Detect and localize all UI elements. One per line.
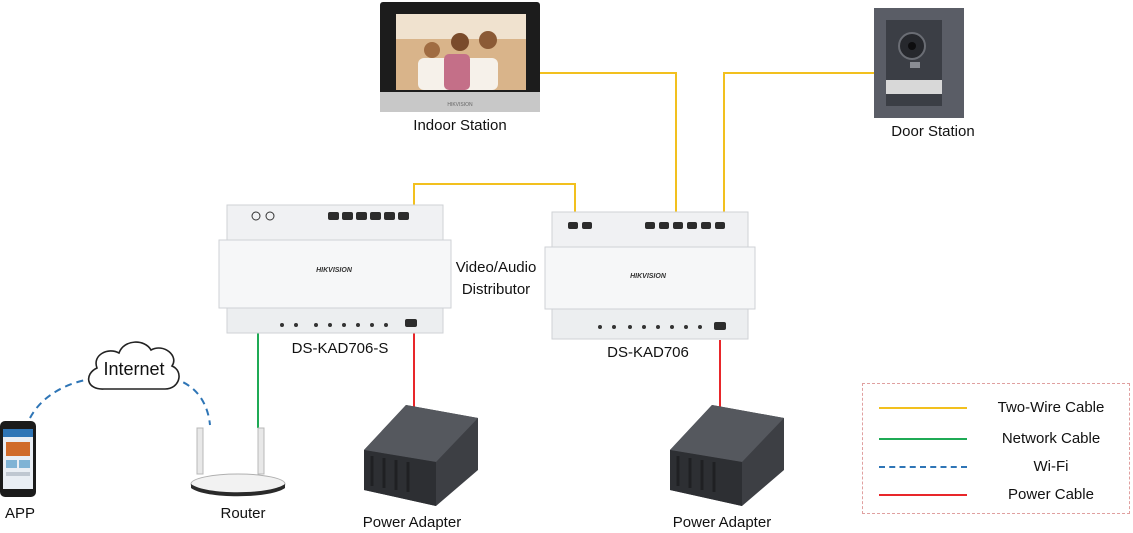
legend-item: Wi-Fi [863, 456, 1129, 478]
legend-item: Two-Wire Cable [863, 397, 1129, 419]
legend-label: Network Cable [1001, 430, 1101, 447]
legend-item: Network Cable [863, 428, 1129, 450]
phone-icon [0, 421, 36, 497]
distributor-label: Video/Audio Distributor [455, 259, 537, 298]
router-label: Router [220, 505, 266, 522]
power-adapter-1-icon [364, 405, 478, 506]
door-station-icon [874, 8, 964, 118]
indoor-station-label: Indoor Station [413, 117, 507, 134]
legend-label: Two-Wire Cable [997, 399, 1105, 416]
distributor-s-device: HIKVISION [218, 204, 452, 334]
distributor-device: HIKVISION [544, 211, 756, 340]
svg-text:HIKVISION: HIKVISION [630, 273, 667, 280]
door-station-label: Door Station [891, 123, 975, 140]
power-adapter-1-label: Power Adapter [362, 514, 462, 531]
distributor-s-label: DS-KAD706-S [291, 340, 389, 357]
legend-label: Wi-Fi [1033, 458, 1069, 475]
svg-text:HIKVISION: HIKVISION [316, 267, 353, 274]
internet-cloud-icon [87, 341, 180, 390]
legend-swatch-power [879, 494, 967, 496]
internet-label: Internet [103, 359, 165, 379]
legend-swatch-network [879, 438, 967, 440]
power-adapter-2-icon [670, 405, 784, 506]
distributor-model-label: DS-KAD706 [607, 344, 689, 361]
power-adapter-2-label: Power Adapter [672, 514, 772, 531]
indoor-station-icon: HIKVISION [380, 2, 540, 112]
legend-swatch-wifi [879, 466, 967, 468]
router-icon [190, 427, 286, 497]
svg-text:HIKVISION: HIKVISION [447, 102, 473, 108]
app-label: APP [4, 505, 36, 522]
legend-label: Power Cable [1008, 486, 1094, 503]
legend: Two-Wire Cable Network Cable Wi-Fi Power… [862, 383, 1130, 514]
legend-swatch-two-wire [879, 407, 967, 409]
legend-item: Power Cable [863, 484, 1129, 506]
